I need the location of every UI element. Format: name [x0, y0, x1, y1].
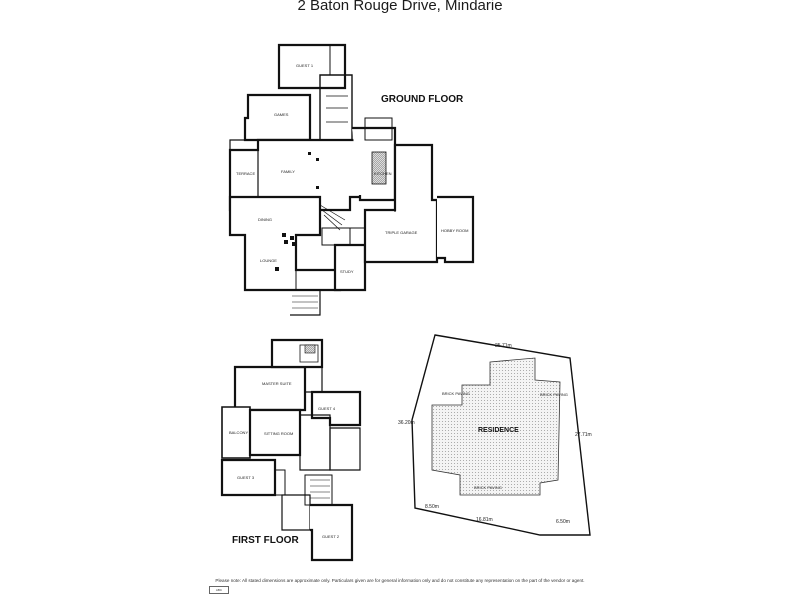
room-label-master-suite: MASTER SUITE: [262, 381, 292, 386]
room-label-hobby-room: HOBBY ROOM: [441, 228, 469, 233]
site-dimension-right: 27.71m: [575, 432, 592, 438]
room-label-terrace: TERRACE: [236, 171, 255, 176]
room-label-guest-1: GUEST 1: [296, 63, 314, 68]
site-plan: [411, 334, 591, 536]
first-floor-label: FIRST FLOOR: [232, 535, 299, 546]
ground-floor-plan: [228, 43, 475, 316]
site-paving-label-1: BRICK PAVING: [442, 391, 470, 396]
room-label-games: GAMES: [274, 112, 289, 117]
room-label-guest-3: GUEST 3: [237, 475, 255, 480]
room-label-balcony: BALCONY: [229, 430, 248, 435]
room-label-guest-2: GUEST 2: [322, 534, 340, 539]
room-label-study: STUDY: [340, 269, 354, 274]
site-dimension-left: 36.20m: [398, 420, 415, 426]
ground-floor-label: GROUND FLOOR: [381, 94, 464, 105]
room-label-guest-4: GUEST 4: [318, 406, 336, 411]
room-label-sitting-room: SITTING ROOM: [264, 431, 293, 436]
agency-logo: ABC: [209, 586, 229, 594]
site-dimension-bottom-left: 8.50m: [425, 504, 439, 510]
room-label-triple-garage: TRIPLE GARAGE: [385, 230, 418, 235]
room-label-family: FAMILY: [281, 169, 295, 174]
first-floor-plan: [220, 338, 362, 562]
room-label-kitchen: KITCHEN: [374, 171, 392, 176]
site-residence-label: RESIDENCE: [478, 427, 519, 434]
room-label-lounge: LOUNGE: [260, 258, 277, 263]
page-title: 2 Baton Rouge Drive, Mindarie: [297, 0, 503, 14]
site-dimension-bottom-right: 6.50m: [556, 519, 570, 525]
site-paving-label-2: BRICK PAVING: [540, 392, 568, 397]
site-paving-label-3: BRICK PAVING: [474, 485, 502, 490]
site-dimension-top: 25.71m: [495, 343, 512, 349]
room-label-dining: DINING: [258, 217, 272, 222]
disclaimer-text: Please note: All stated dimensions are a…: [215, 578, 585, 583]
site-dimension-bottom-middle: 16.81m: [476, 517, 493, 523]
